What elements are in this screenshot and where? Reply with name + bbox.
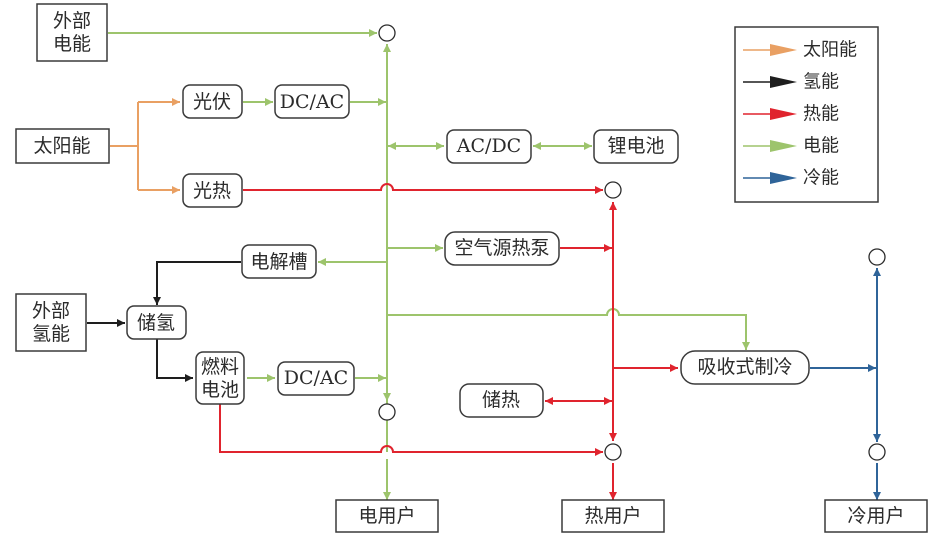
label: 燃料	[201, 356, 239, 378]
solar-flows	[110, 98, 180, 194]
junction-electric-bottom	[378, 403, 396, 421]
component-electrolyzer: 电解槽	[241, 244, 317, 279]
flow-electrolyzer-to-storage	[153, 261, 241, 305]
heat-flows	[219, 183, 678, 500]
source-external-power: 外部 电能	[36, 3, 108, 62]
flow-fuelcell-heat	[219, 402, 603, 456]
source-external-hydrogen: 外部 氢能	[15, 293, 87, 352]
user-cold: 冷用户	[824, 499, 928, 533]
component-heat-storage: 储热	[459, 383, 544, 418]
legend-arrow-icon	[770, 140, 797, 152]
user-heat: 热用户	[561, 499, 665, 533]
label: 热用户	[584, 505, 641, 527]
label: 外部	[53, 10, 91, 32]
label: 锂电池	[607, 135, 664, 157]
legend-item-electric: 电能	[743, 136, 839, 157]
user-electric: 电用户	[335, 499, 439, 533]
component-absorption-chiller: 吸收式制冷	[680, 350, 810, 385]
legend-arrow-icon	[770, 76, 797, 88]
legend-item-solar: 太阳能	[743, 40, 857, 61]
junction-cold-top	[868, 248, 886, 266]
legend-label: 电能	[803, 136, 839, 157]
component-fuel-cell: 燃料 电池	[195, 351, 245, 405]
legend-item-hydrogen: 氢能	[743, 72, 839, 93]
junction-cold-bottom	[868, 443, 886, 461]
legend-arrow-icon	[770, 108, 797, 120]
junction-heat-top	[604, 181, 622, 199]
component-dcac-fc: DC/AC	[277, 361, 355, 396]
label: 吸收式制冷	[697, 356, 792, 378]
label: 光热	[193, 180, 231, 202]
label: 空气源热泵	[454, 237, 549, 259]
label: 光伏	[193, 91, 231, 113]
junction-electric-top	[378, 24, 396, 42]
label: 电能	[53, 33, 91, 55]
label: 储氢	[137, 312, 175, 334]
label: 外部	[32, 300, 70, 322]
component-air-heat-pump: 空气源热泵	[444, 231, 560, 266]
flow-bus-to-chiller	[387, 308, 750, 350]
component-dcac-pv: DC/AC	[274, 84, 350, 119]
label: 氢能	[32, 323, 70, 345]
label: 电池	[201, 379, 239, 401]
junction-heat-bottom	[604, 443, 622, 461]
hydrogen-flows	[87, 261, 241, 382]
component-li-battery: 锂电池	[593, 129, 679, 164]
legend-label: 冷能	[803, 168, 839, 189]
legend-label: 热能	[803, 104, 839, 125]
component-solar-thermal: 光热	[182, 173, 243, 208]
legend-item-cold: 冷能	[743, 168, 839, 189]
label: 冷用户	[847, 505, 904, 527]
flow-storage-to-fuelcell	[156, 339, 193, 382]
component-pv: 光伏	[182, 84, 243, 119]
cold-flows	[810, 268, 881, 500]
flow-thermal-to-node	[243, 183, 603, 194]
component-acdc: AC/DC	[446, 129, 532, 164]
label: DC/AC	[280, 91, 344, 113]
legend-label: 太阳能	[803, 40, 857, 61]
label: 储热	[482, 389, 520, 411]
label: 太阳能	[33, 135, 90, 157]
legend-item-heat: 热能	[743, 104, 839, 125]
component-h2-storage: 储氢	[126, 305, 187, 340]
legend-arrow-icon	[770, 172, 797, 184]
label: 电用户	[358, 505, 415, 527]
label: DC/AC	[284, 367, 348, 389]
source-solar: 太阳能	[15, 128, 110, 164]
label: 电解槽	[250, 251, 307, 273]
label: AC/DC	[456, 135, 521, 157]
legend-label: 氢能	[803, 72, 839, 93]
legend-arrow-icon	[770, 44, 797, 56]
